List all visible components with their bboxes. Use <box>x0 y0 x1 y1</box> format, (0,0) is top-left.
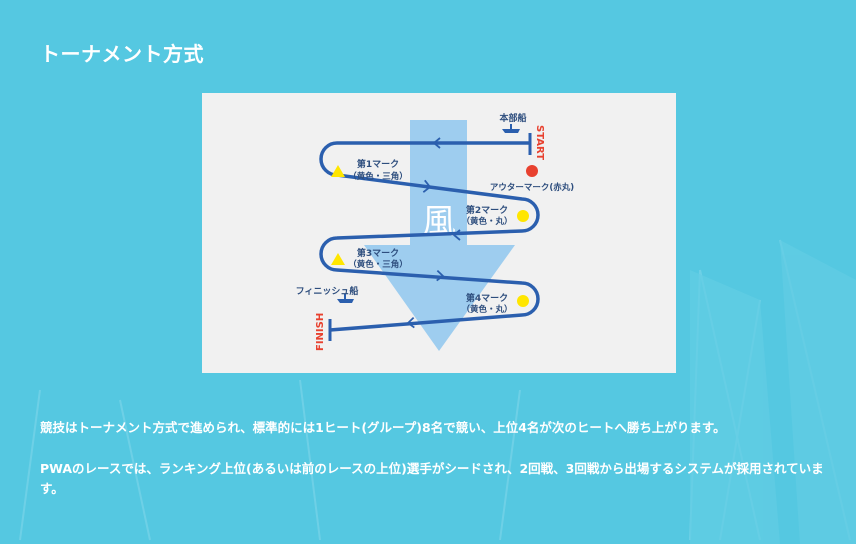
description-paragraph-2: PWAのレースでは、ランキング上位(あるいは前のレースの上位)選手がシードされ、… <box>40 461 824 496</box>
finish-label: FINISH <box>315 313 326 351</box>
mark2-sublabel: （黄色・丸） <box>461 216 512 227</box>
mark3-yellow-triangle-icon <box>331 253 345 265</box>
committee-boat-icon <box>502 124 520 133</box>
mark1-yellow-triangle-icon <box>331 165 345 177</box>
mark2-yellow-circle <box>517 210 529 222</box>
mark1-label: 第1マーク <box>357 158 399 170</box>
direction-chevrons <box>406 137 461 329</box>
mark4-label: 第4マーク <box>466 292 508 304</box>
tournament-course-diagram: 風 本部船 START アウターマーク(赤丸) 第1マーク （黄色・三角） 第2… <box>202 93 676 373</box>
mark4-sublabel: （黄色・丸） <box>461 304 512 315</box>
finish-boat-label: フィニッシュ船 <box>296 285 359 297</box>
committee-boat-label: 本部船 <box>499 112 526 124</box>
section-title: トーナメント方式 <box>40 42 204 66</box>
mark3-sublabel: （黄色・三角） <box>348 259 408 270</box>
mark4-yellow-circle <box>517 295 529 307</box>
description-paragraph-1: 競技はトーナメント方式で進められ、標準的には1ヒート(グループ)8名で競い、上位… <box>40 420 726 435</box>
start-label: START <box>534 125 545 160</box>
mark3-label: 第3マーク <box>357 247 399 259</box>
outer-mark-label: アウターマーク(赤丸) <box>490 182 574 193</box>
finish-boat-icon <box>337 294 354 303</box>
mark1-sublabel: （黄色・三角） <box>348 171 408 182</box>
course-diagram-svg: 風 本部船 START アウターマーク(赤丸) 第1マーク （黄色・三角） 第2… <box>296 112 574 351</box>
outer-mark-red-circle <box>526 165 538 177</box>
course-line <box>319 141 540 332</box>
mark2-label: 第2マーク <box>466 204 508 216</box>
